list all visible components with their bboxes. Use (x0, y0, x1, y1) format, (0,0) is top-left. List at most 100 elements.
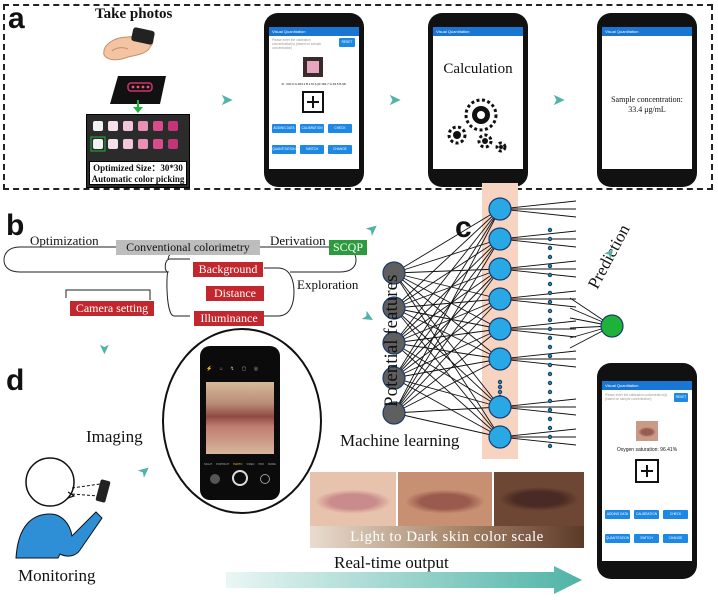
panel-a-letter: a (8, 2, 25, 35)
hidden-node (488, 425, 512, 449)
input-hidden-edge (393, 268, 501, 414)
hidden-edge (499, 238, 577, 248)
switch-button[interactable]: SWITCH (634, 534, 659, 543)
mode-night[interactable]: NIGHT (204, 463, 213, 466)
skin-color-scale-bar: Light to Dark skin color scale (310, 526, 584, 548)
adding-data-button[interactable]: ADDING DATA (272, 124, 296, 133)
rgb-readout: R : 240.6 G:183.2 B 170.6 (R:182.7 G:33.… (281, 82, 347, 86)
hidden-node (488, 395, 512, 419)
input-hidden-edge (393, 358, 501, 414)
output-node (600, 314, 624, 338)
input-hidden-edge (393, 238, 501, 274)
sample-concentration-value: 33.4 μg/mL (628, 105, 666, 114)
neural-network-diagram (382, 197, 624, 449)
switch-button[interactable]: SWITCH (300, 145, 324, 154)
input-hidden-edge (393, 342, 501, 360)
layer-ellipsis-dot (547, 281, 553, 287)
check-button[interactable]: CHECK (328, 124, 352, 133)
hidden-node (488, 227, 512, 251)
input-hidden-edge (393, 208, 501, 309)
layer-ellipsis-dot (547, 290, 553, 296)
lips-sample-preview (636, 421, 658, 441)
layer-ellipsis-dot (547, 326, 553, 332)
hidden-edge (499, 436, 577, 446)
layer-ellipsis-dot (547, 425, 553, 431)
optimization-label: Optimization (30, 233, 99, 248)
layer-ellipsis-dot (547, 398, 553, 404)
add-plus-icon[interactable] (635, 459, 659, 483)
input-hidden-edge (393, 208, 501, 344)
distance-label: Distance (206, 286, 264, 301)
scqp-label: SCQP (329, 240, 367, 255)
adding-data-button[interactable]: ADDING DATA (605, 510, 630, 519)
mode-portrait[interactable]: PORTRAIT (216, 463, 230, 466)
hidden-edge (499, 230, 577, 240)
input-hidden-edge (393, 342, 501, 438)
dark-skin-lips-photo (494, 472, 584, 526)
input-hidden-edge (393, 328, 501, 379)
hand-phone-icon (103, 27, 155, 61)
change-button[interactable]: CHANGE (328, 145, 352, 154)
calibration-button[interactable]: CALIBRATION (634, 510, 659, 519)
input-hidden-edge (393, 272, 501, 330)
input-hidden-edge (393, 307, 501, 330)
camera-toolbar-icons: ⚡ ⌂ ↯ ▢ ◎ (206, 366, 262, 372)
mode-photo[interactable]: PHOTO (233, 463, 243, 466)
input-hidden-edge (393, 307, 501, 438)
illuminance-label: Illuminance (194, 311, 264, 326)
input-hidden-edge (393, 272, 501, 438)
arrow-to-d: ➤ (95, 343, 112, 355)
camera-mode-bar: NIGHT PORTRAIT PHOTO VIDEO PRO MORE (202, 463, 278, 466)
add-plus-icon[interactable] (302, 91, 324, 113)
layer-ellipsis-dot (547, 236, 553, 242)
layer-ellipsis-dot (547, 299, 553, 305)
reset-button[interactable]: RESET (339, 38, 355, 47)
hidden-edge (499, 358, 577, 368)
input-hidden-edge (393, 298, 501, 379)
flow-arrow-1: ➤ (220, 90, 234, 109)
hidden-edge (499, 328, 577, 338)
mode-more[interactable]: MORE (268, 463, 276, 466)
well-plate-photo: Optimized Size：30*30 Automatic color pic… (86, 114, 190, 188)
mode-pro[interactable]: PRO (258, 463, 265, 466)
input-hidden-edge (393, 307, 501, 408)
change-button[interactable]: CHANGE (663, 534, 688, 543)
oxygen-saturation-result: Oxygen saturation: 96.41% (616, 447, 678, 453)
reset-button[interactable]: RESET (674, 393, 688, 402)
layer-ellipsis-dot (547, 308, 553, 314)
input-hidden-edge (393, 208, 501, 379)
conventional-colorimetry-label: Conventional colorimetry (116, 240, 260, 255)
switch-camera-icon[interactable] (260, 474, 270, 484)
layer-ellipsis-dot (547, 416, 553, 422)
realtime-output-arrow (226, 566, 582, 594)
layer-ellipsis-dot (547, 407, 553, 413)
gears-icon (447, 98, 507, 153)
layer-ellipsis-dot (547, 335, 553, 341)
input-node (382, 296, 406, 320)
panel-d-letter: d (6, 364, 25, 397)
imaging-label: Imaging (86, 427, 143, 446)
hidden-ellipsis-dot (497, 379, 503, 385)
input-hidden-edge (393, 268, 501, 309)
mode-video[interactable]: VIDEO (246, 463, 255, 466)
check-button[interactable]: CHECK (663, 510, 688, 519)
shutter-button[interactable] (232, 470, 248, 486)
quantitation-button[interactable]: QUANTITATION (272, 145, 296, 154)
camera-phone: ⚡ ⌂ ↯ ▢ ◎ NIGHT PORTRAIT PHOTO VIDEO PRO… (200, 346, 280, 500)
light-skin-lips-photo (310, 472, 396, 526)
hidden-edge (499, 298, 577, 308)
panel-b-letter: b (6, 209, 25, 242)
input-hidden-edge (393, 238, 501, 414)
calibration-button[interactable]: CALIBRATION (300, 124, 324, 133)
quantitation-button[interactable]: QUANTITATION (605, 534, 630, 543)
layer-ellipsis-dot (547, 434, 553, 440)
layer-ellipsis-dot (547, 227, 553, 233)
hidden-edge (499, 290, 577, 300)
camera-setting-label: Camera setting (70, 301, 154, 316)
input-node (382, 366, 406, 390)
person-with-phone-icon (15, 457, 111, 559)
gallery-thumbnail[interactable] (210, 474, 220, 484)
hidden-node (488, 317, 512, 341)
hidden-edge (499, 320, 577, 330)
phone-oxygen-screen: Visual Quantitation Please enter the cal… (597, 363, 697, 579)
